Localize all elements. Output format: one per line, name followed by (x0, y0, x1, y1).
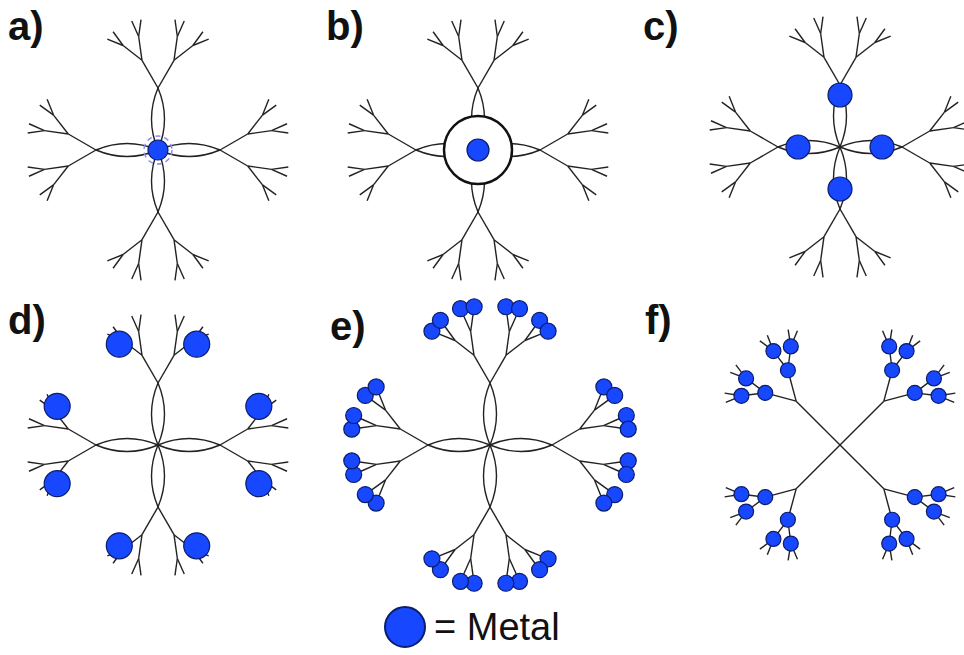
dendrimer-d (28, 315, 289, 576)
dendrimer-e (344, 299, 636, 591)
dendrimer-b (348, 20, 609, 281)
dendrimer-f (725, 330, 956, 561)
panel-label: e) (330, 306, 366, 346)
legend-entry: = Metal (384, 606, 560, 648)
legend-text: = Metal (434, 608, 560, 646)
panel-label: c) (643, 6, 679, 46)
legend-swatch (384, 606, 426, 648)
panel-label: d) (8, 300, 46, 340)
dendrimer-c (710, 17, 964, 278)
panel-label: f) (645, 300, 672, 340)
panel-label: a) (8, 6, 44, 46)
dendrimer-a (28, 20, 289, 281)
panel-label: b) (326, 6, 364, 46)
